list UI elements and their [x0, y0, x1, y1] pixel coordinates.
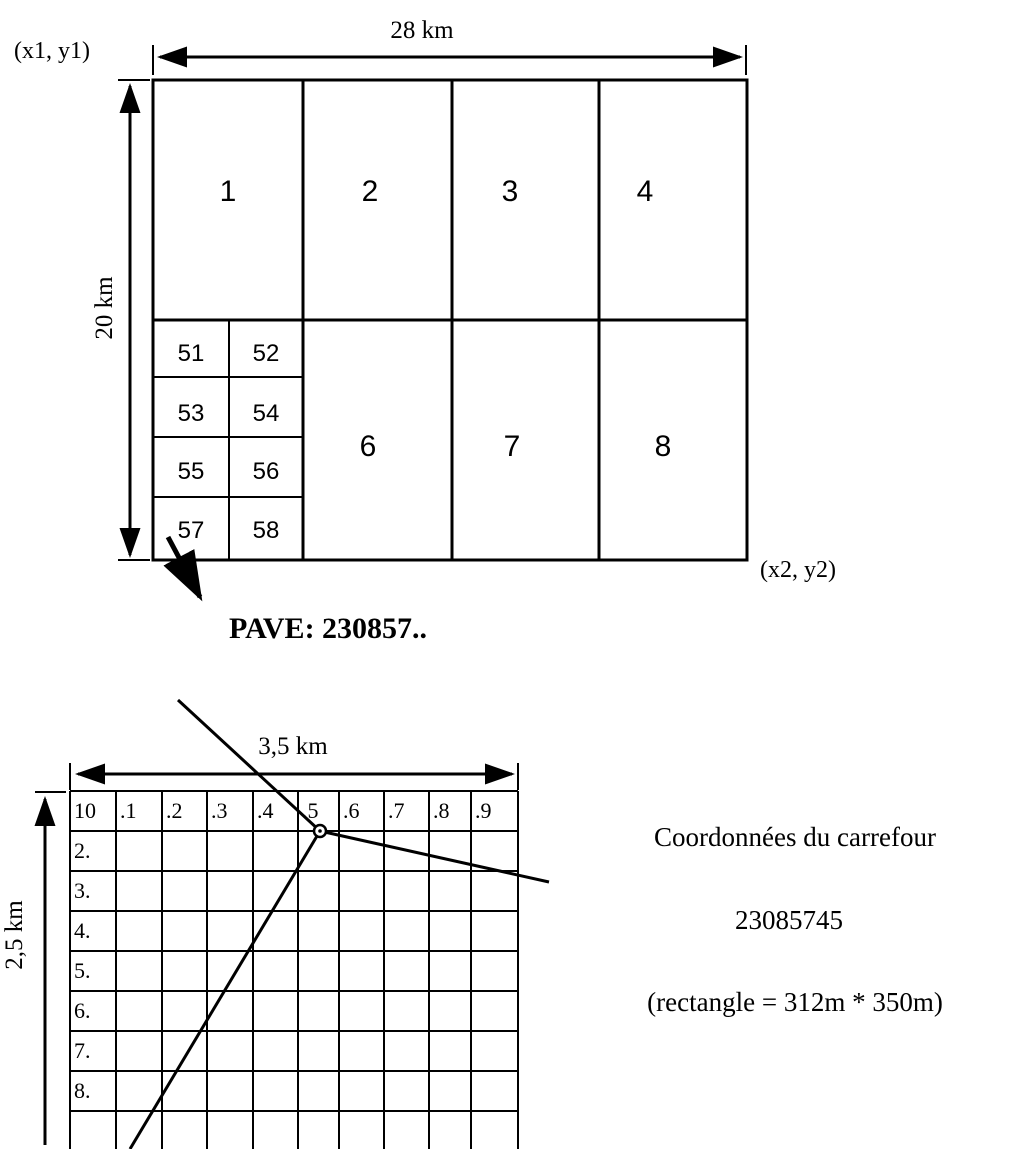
bottom-height-label: 2,5 km	[1, 900, 28, 970]
subcell-label: 58	[253, 517, 280, 544]
bottom-dimensions	[34, 763, 519, 1145]
grid-row-label: 6.	[74, 998, 91, 1023]
caption-rectangle: (rectangle = 312m * 350m)	[647, 987, 943, 1017]
grid-row-label: 3.	[74, 878, 91, 903]
bottom-annotations: 3,5 km 2,5 km Coordonnées du carrefour 2…	[1, 733, 943, 1017]
grid-column-label: 10	[74, 798, 96, 823]
road	[128, 830, 322, 1149]
road	[319, 829, 550, 884]
grid-column-label: .3	[211, 798, 228, 823]
corner-top-left-label: (x1, y1)	[14, 38, 90, 64]
subcell-label: 54	[253, 400, 280, 427]
top-grid-labels: 28 km (x1, y1) (x2, y2) 20 km 1 2 3 4 6 …	[14, 17, 836, 645]
pave-label: PAVE: 230857..	[229, 612, 427, 645]
bottom-width-label: 3,5 km	[258, 733, 328, 760]
cell-label: 3	[502, 175, 519, 208]
top-width-label: 28 km	[390, 17, 454, 44]
grid-row-label: 5.	[74, 958, 91, 983]
grid-column-label: .4	[257, 798, 274, 823]
subcell-label: 55	[178, 458, 205, 485]
intersection-dot	[318, 829, 322, 833]
grid-column-label: .6	[343, 798, 360, 823]
top-grid	[151, 78, 749, 562]
grid-column-label: .9	[475, 798, 492, 823]
grid-column-label: .5	[302, 798, 319, 823]
pave-arrow	[163, 535, 203, 602]
bottom-grid	[69, 790, 519, 1149]
subcell-label: 56	[253, 458, 280, 485]
grid-column-label: .8	[433, 798, 450, 823]
cell-label: 2	[362, 175, 379, 208]
cell-label: 1	[220, 175, 237, 208]
grid-row-label: 7.	[74, 1038, 91, 1063]
cell-label: 8	[655, 430, 672, 463]
grid-row-label: 8.	[74, 1078, 91, 1103]
road	[176, 698, 322, 833]
top-dimensions	[118, 45, 747, 561]
top-height-label: 20 km	[91, 276, 118, 340]
cell-label: 4	[637, 175, 654, 208]
subcell-label: 53	[178, 400, 205, 427]
grid-row-label: 2.	[74, 838, 91, 863]
grid-row-label: 4.	[74, 918, 91, 943]
grid-column-label: .2	[166, 798, 183, 823]
subcell-label: 52	[253, 340, 280, 367]
grid-column-label: .7	[388, 798, 405, 823]
grid-column-label: .1	[120, 798, 137, 823]
roads	[128, 698, 550, 1149]
subcell-label: 51	[178, 340, 205, 367]
subcell-label: 57	[178, 517, 205, 544]
cell-label: 7	[504, 430, 521, 463]
caption-title: Coordonnées du carrefour	[654, 822, 936, 852]
caption-code: 23085745	[735, 905, 843, 935]
cell-label: 6	[360, 430, 377, 463]
corner-bottom-right-label: (x2, y2)	[760, 557, 836, 583]
